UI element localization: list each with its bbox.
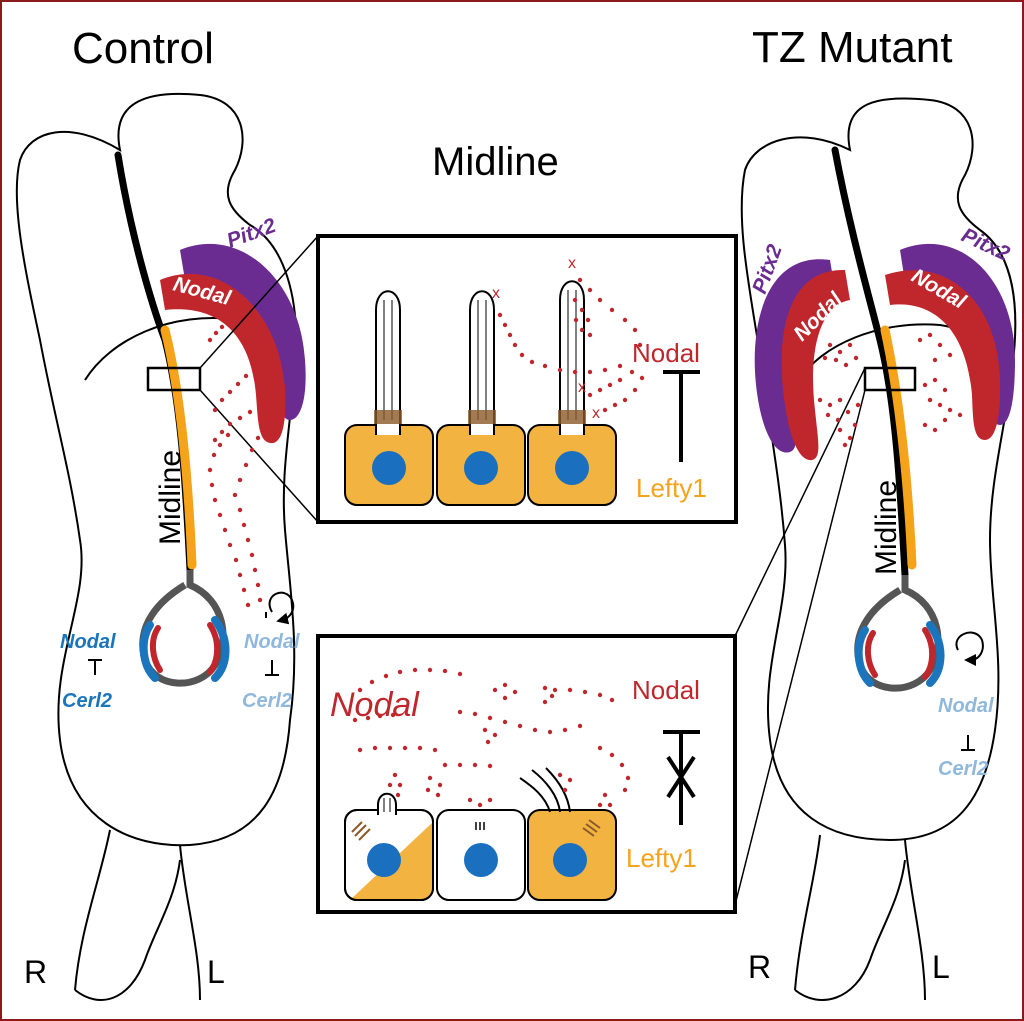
cell-row [344, 424, 617, 506]
nodal-domain-right [781, 269, 850, 461]
nodal-diffuse-label: Nodal [330, 686, 420, 724]
zoom-line-bottom [199, 389, 319, 523]
control-midline-label: Midline [154, 450, 187, 545]
nodal-label: Nodal [632, 338, 700, 368]
nucleus [555, 451, 589, 485]
nodal-dotted-swirls [352, 667, 631, 808]
embryo-outline [740, 97, 1017, 842]
nucleus [367, 843, 401, 877]
control-nodal-right: Nodal [60, 631, 116, 653]
cell-row [344, 809, 617, 901]
nodal-flow-dots [207, 324, 263, 608]
block-x: x [492, 285, 500, 302]
control-cerl2-right: Cerl2 [62, 690, 112, 712]
notochord-line [831, 146, 909, 579]
nodal-domain-left [885, 270, 1001, 440]
lefty1-midline-strip [880, 325, 917, 570]
lefty1-label: Lefty1 [636, 473, 707, 503]
nodal-autoloop-arrow [955, 631, 984, 666]
lefty1-label: Lefty1 [626, 843, 697, 873]
nodal-diffuse-dots [817, 332, 963, 448]
inset-control: x x x x Nodal Lefty1 [316, 234, 738, 524]
pitx2-domain [180, 243, 306, 420]
zoom-line-top [199, 235, 319, 369]
pitx2-label: Pitx2 [224, 214, 279, 253]
embryo-outline [15, 92, 297, 847]
control-right-label: R [24, 954, 47, 990]
control-title: Control [72, 24, 214, 73]
node-blue-right [854, 626, 874, 687]
cross-mark [666, 755, 696, 799]
pitx2-domain-right [754, 259, 835, 453]
block-x: x [578, 379, 586, 396]
node-blue-right [139, 621, 159, 682]
block-x: x [592, 405, 600, 422]
mutant-title: TZ Mutant [752, 23, 953, 72]
mutant-cerl2-left: Cerl2 [938, 758, 988, 780]
nucleus [464, 843, 498, 877]
nucleus [372, 451, 406, 485]
node-red-right [865, 630, 878, 678]
nodal-domain [160, 273, 286, 444]
mutant-right-label: R [748, 949, 771, 985]
node-red-left [207, 622, 221, 675]
nucleus [553, 843, 587, 877]
node-loop [139, 570, 227, 687]
mutant-embryo [734, 97, 1017, 1001]
zoom-line-bottom [734, 389, 866, 906]
lefty1-midline-strip [160, 325, 197, 570]
control-embryo [15, 92, 319, 1001]
embryo-tail [74, 829, 201, 1001]
nodal-autoloop-arrow [268, 591, 295, 625]
midline-zoom-box [863, 366, 917, 392]
zoom-line-top [734, 367, 866, 637]
nucleus [464, 451, 498, 485]
mutant-nodal-left: Nodal [938, 695, 994, 717]
midline-zoom-box [146, 366, 202, 392]
control-nodal-left: Nodal [244, 631, 300, 653]
node-red-right [150, 625, 163, 673]
control-cerl2-left: Cerl2 [242, 690, 292, 712]
mutant-midline-label: Midline [870, 480, 903, 575]
node-blue-left [211, 616, 230, 682]
cilia [351, 767, 601, 841]
inset-mutant: Nodal Nodal Lefty1 [316, 634, 737, 914]
control-left-label: L [207, 954, 225, 990]
block-x: x [568, 255, 576, 272]
nodal-label: Nodal [632, 675, 700, 705]
mutant-left-label: L [932, 949, 950, 985]
node-blue-left [926, 621, 945, 687]
node-loop [854, 575, 942, 692]
node-red-left [922, 627, 936, 680]
inset-title: Midline [432, 140, 559, 184]
embryo-tail [794, 834, 926, 1001]
nodal-dotted-arrows [497, 277, 645, 413]
